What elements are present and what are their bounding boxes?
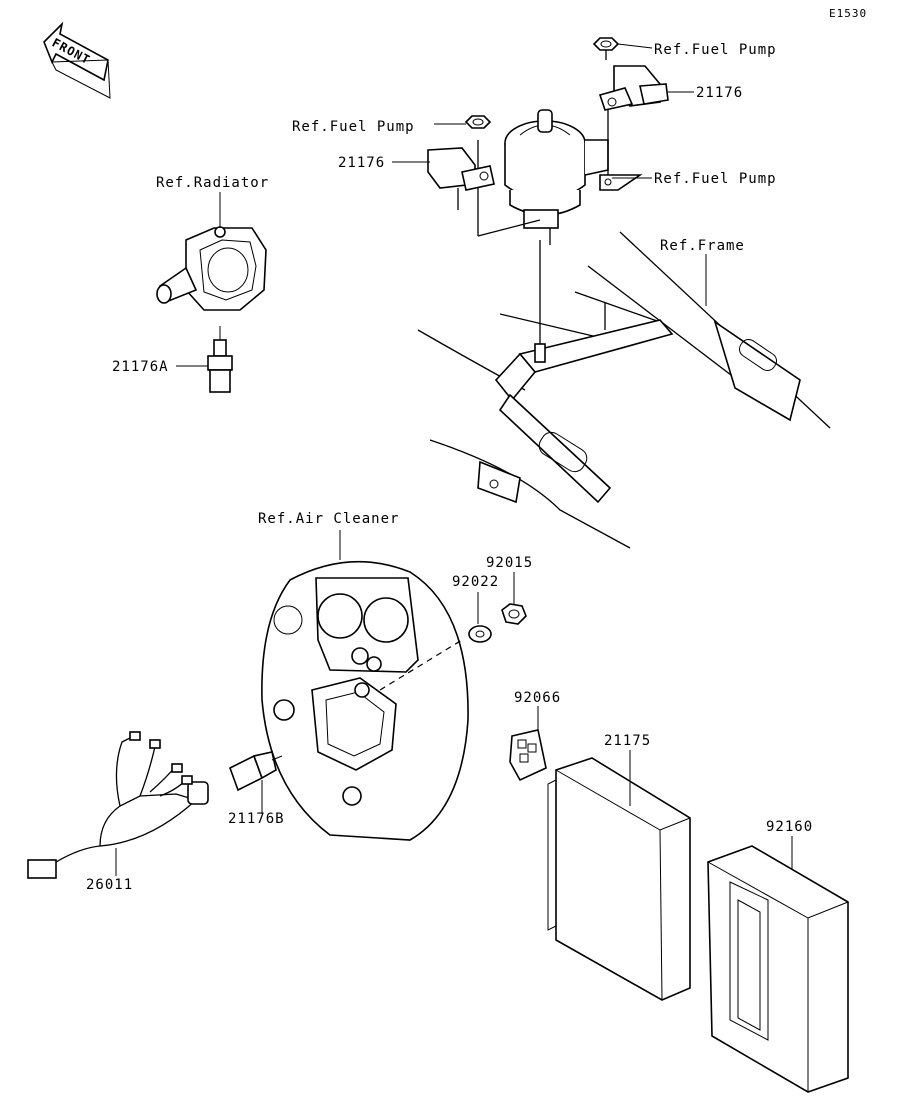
label-ref-air-cleaner: Ref.Air Cleaner <box>258 511 399 527</box>
label-21175: 21175 <box>604 733 651 749</box>
label-92022: 92022 <box>452 574 499 590</box>
label-21176-right: 21176 <box>696 85 743 101</box>
sensor-21176-right <box>598 65 669 111</box>
label-21176-left: 21176 <box>338 155 385 171</box>
washer-92022 <box>468 625 492 643</box>
label-21176B: 21176B <box>228 811 285 827</box>
connector-92066 <box>509 729 547 782</box>
label-26011: 26011 <box>86 877 133 893</box>
label-ref-fuel-pump-top: Ref.Fuel Pump <box>654 42 777 58</box>
front-arrow-icon: FRONT <box>43 21 111 99</box>
radiator-housing <box>156 226 267 311</box>
pump-nut-left <box>464 115 492 129</box>
pump-nut-top <box>592 37 620 60</box>
cover-92160 <box>707 845 849 1093</box>
label-ref-fuel-pump-left: Ref.Fuel Pump <box>292 119 415 135</box>
label-ref-radiator: Ref.Radiator <box>156 175 269 191</box>
fuel-pump-bracket <box>477 109 643 245</box>
label-92066: 92066 <box>514 690 561 706</box>
harness-26011 <box>27 731 209 879</box>
frame-structure <box>417 231 831 549</box>
label-ref-frame: Ref.Frame <box>660 238 745 254</box>
label-ref-fuel-pump-right: Ref.Fuel Pump <box>654 171 777 187</box>
diagram-code: E1530 <box>829 7 867 20</box>
sensor-21176B <box>229 751 283 792</box>
ecu-21175 <box>547 757 691 1001</box>
label-92015: 92015 <box>486 555 533 571</box>
sensor-21176-left <box>427 147 495 210</box>
leader-lines <box>115 43 793 876</box>
air-cleaner-housing <box>261 560 469 841</box>
label-21176A: 21176A <box>112 359 169 375</box>
nut-92015 <box>501 603 527 625</box>
sensor-21176A <box>207 326 233 393</box>
label-92160: 92160 <box>766 819 813 835</box>
